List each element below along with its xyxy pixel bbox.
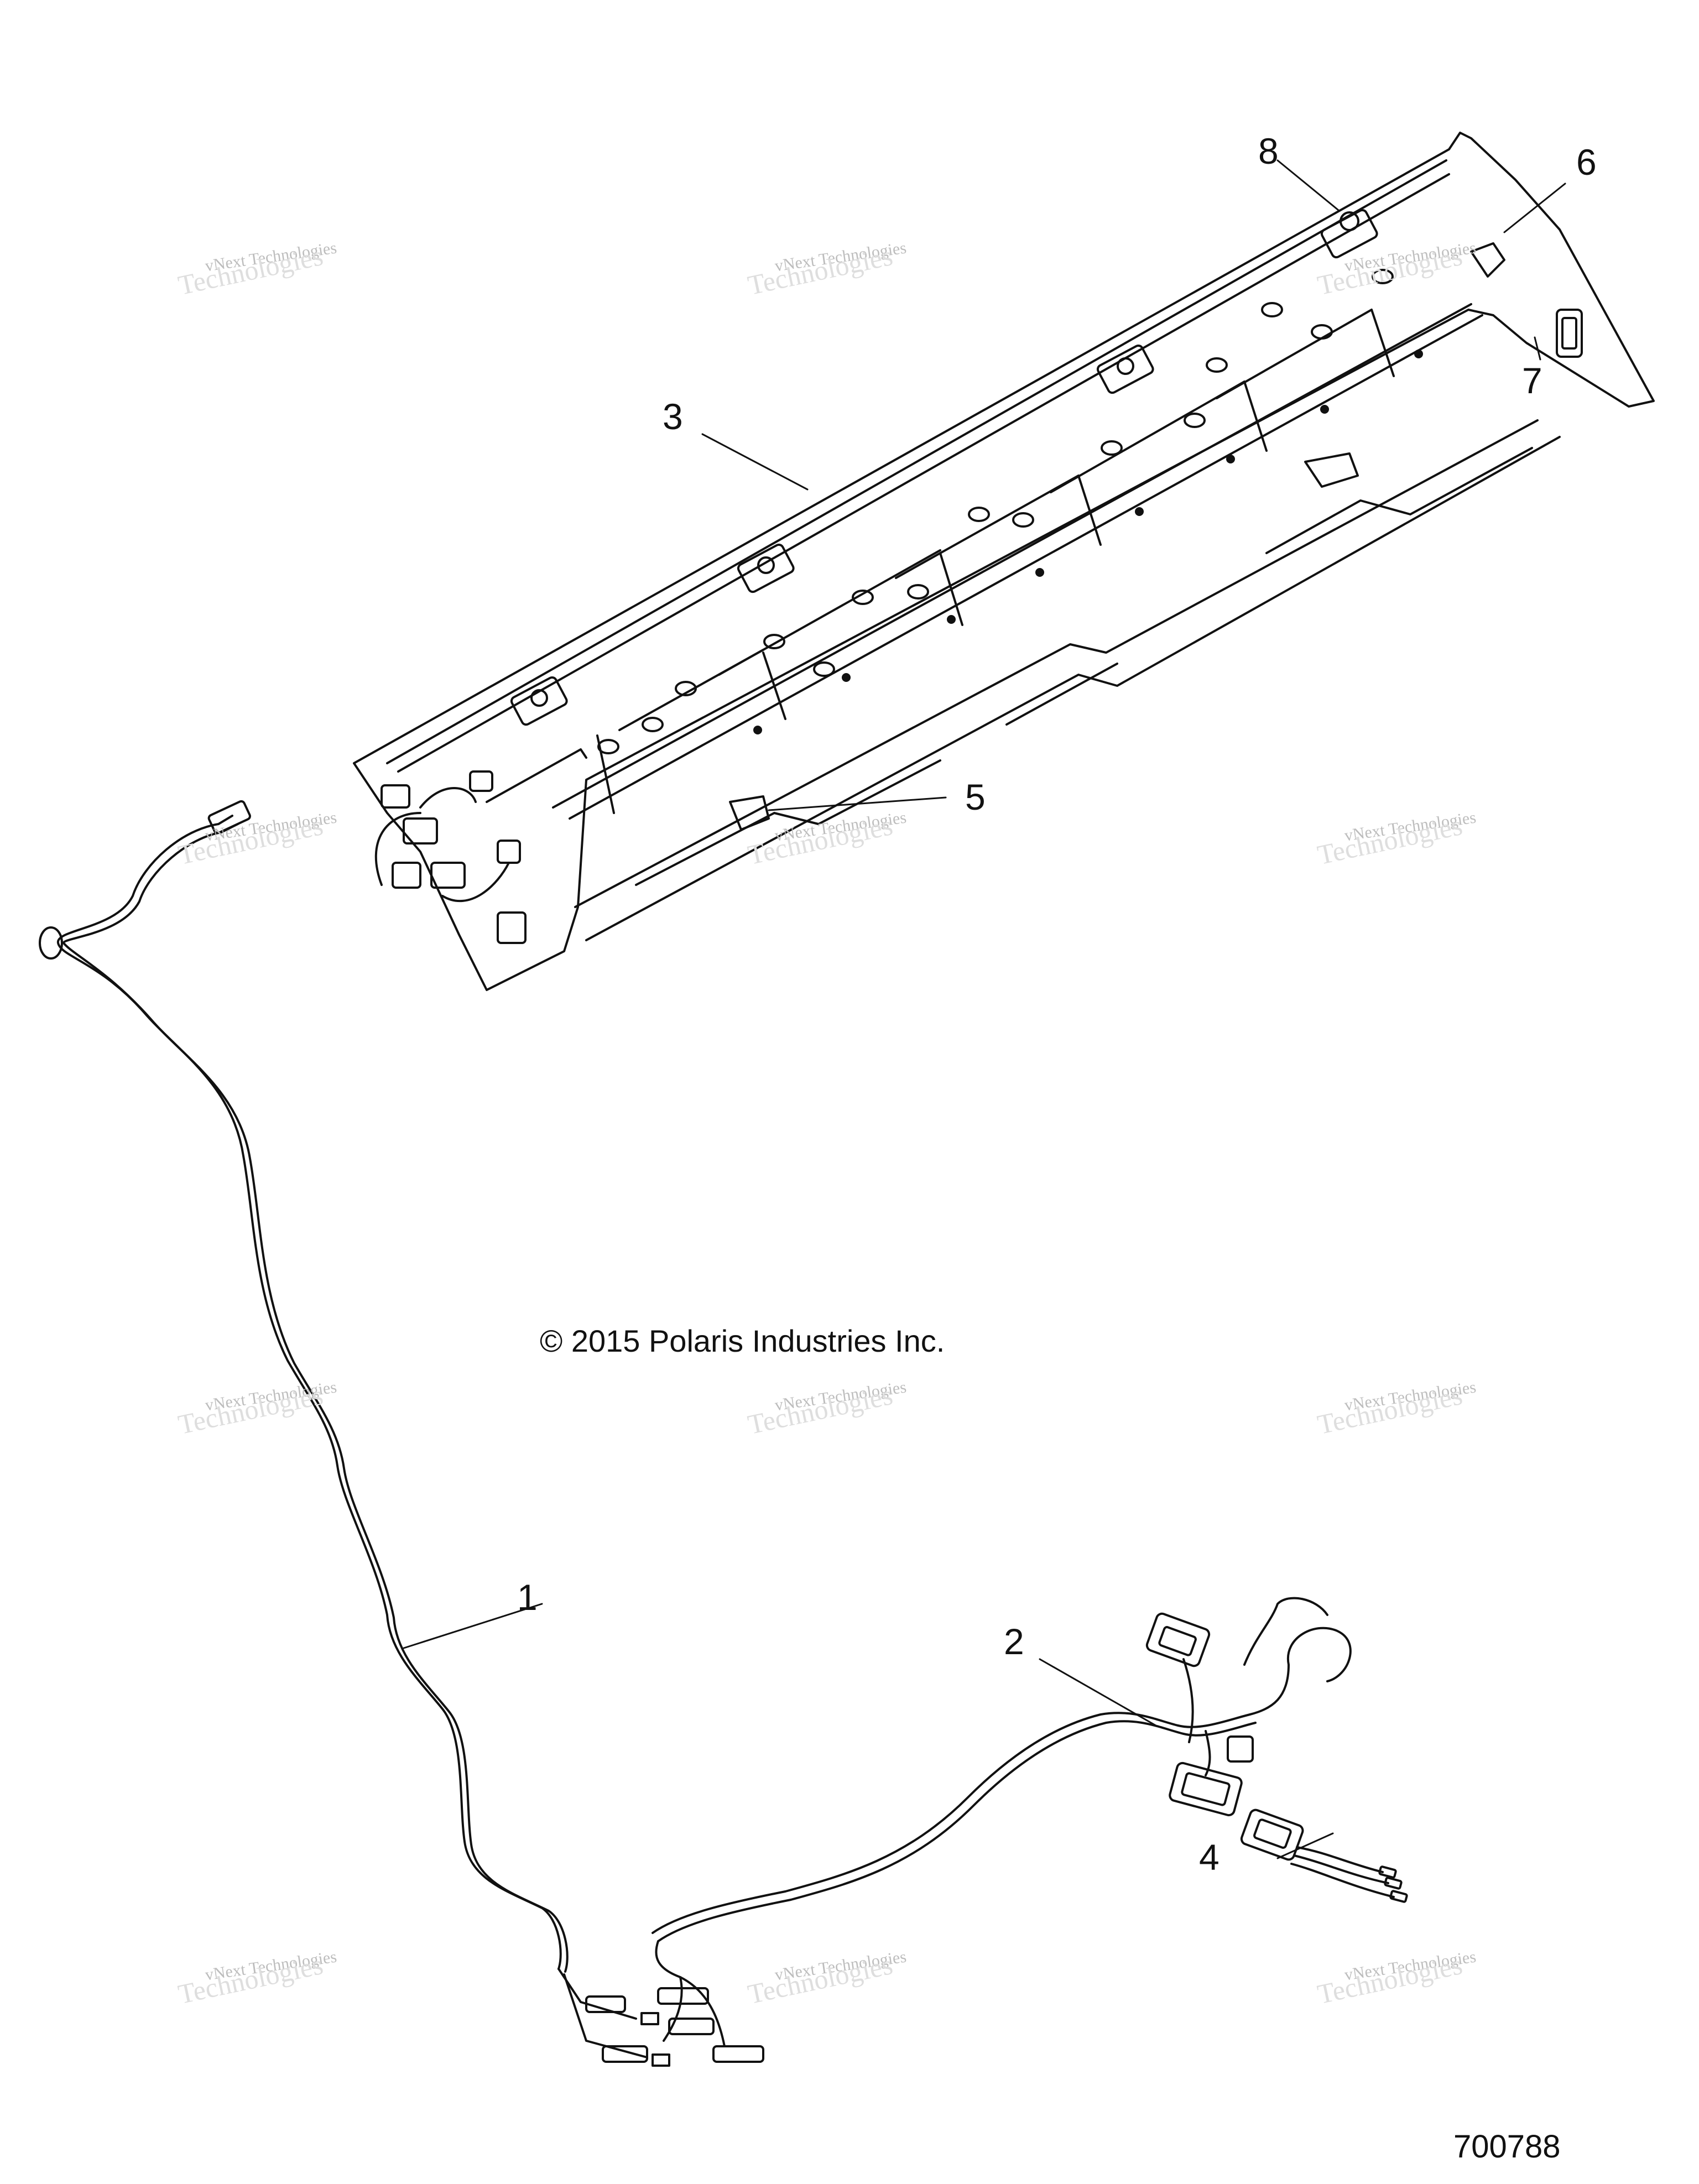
callout-1: 1: [517, 1577, 538, 1618]
harness-1: [39, 800, 670, 2067]
pigtail-4: [1240, 1808, 1408, 1903]
callout-2: 2: [1004, 1621, 1024, 1662]
callout-7: 7: [1522, 360, 1542, 401]
leader-lines: [403, 159, 1566, 1859]
callout-4: 4: [1199, 1837, 1219, 1878]
bracket-clips: [510, 209, 1378, 726]
copyright-notice: © 2015 Polaris Industries Inc.: [540, 1323, 945, 1358]
figure-number: 700788: [1453, 2129, 1561, 2165]
left-connectors: [374, 770, 527, 944]
callout-3: 3: [663, 396, 683, 437]
callout-8: 8: [1258, 131, 1279, 171]
harness-2: [652, 1597, 1352, 2063]
callout-6: 6: [1576, 142, 1597, 183]
callout-5: 5: [965, 776, 986, 817]
panel-assembly: [353, 132, 1655, 991]
